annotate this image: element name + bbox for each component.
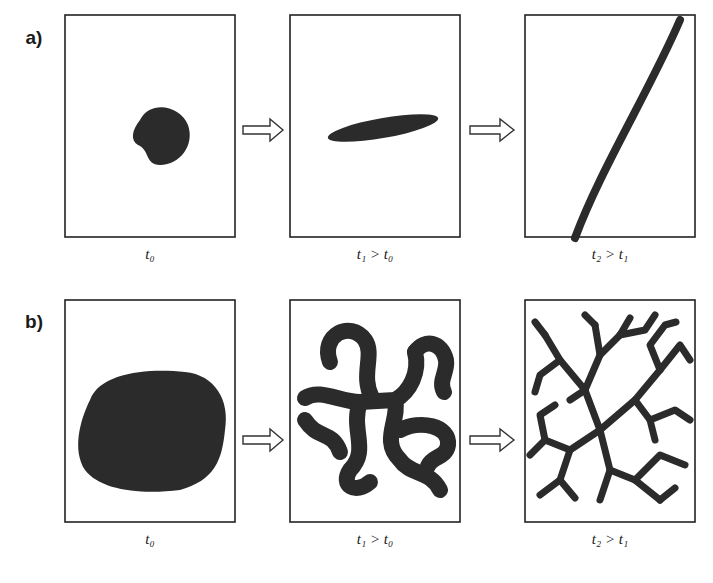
panel-frame bbox=[525, 300, 695, 522]
thin-filament bbox=[575, 20, 680, 238]
panel-frame bbox=[65, 300, 235, 522]
compact-blob bbox=[133, 107, 190, 165]
time-label: t₀ bbox=[145, 246, 154, 263]
time-label: t₂ > t₁ bbox=[592, 531, 628, 548]
time-label: t₁ > t₀ bbox=[357, 246, 393, 263]
time-label: t₁ > t₀ bbox=[357, 531, 393, 548]
panel-frame bbox=[525, 15, 695, 237]
open-arrow bbox=[470, 119, 514, 141]
dendritic-pattern bbox=[530, 315, 690, 500]
panel-letter: a) bbox=[26, 28, 43, 49]
large-blob bbox=[78, 371, 226, 492]
elongated-blob bbox=[326, 108, 440, 147]
time-label: t₂ > t₁ bbox=[592, 246, 628, 263]
panel-frame bbox=[290, 15, 460, 237]
open-arrow bbox=[243, 429, 283, 451]
open-arrow bbox=[243, 119, 283, 141]
panel-frame bbox=[290, 300, 460, 522]
time-label: t₀ bbox=[145, 531, 154, 548]
panel-frame bbox=[65, 15, 235, 237]
open-arrow bbox=[470, 429, 514, 451]
panel-letter: b) bbox=[25, 312, 43, 333]
meandering-pattern bbox=[305, 331, 448, 490]
